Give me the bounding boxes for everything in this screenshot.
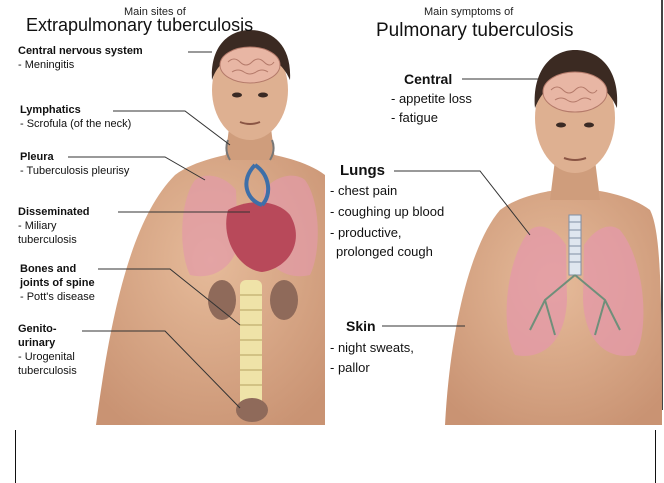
- right-figure: [445, 50, 662, 425]
- right-trachea: [569, 215, 581, 275]
- left-bladder: [236, 398, 268, 422]
- left-eye-r: [258, 93, 268, 98]
- site-central-nervous-item-0: - Meningitis: [18, 59, 74, 71]
- site-disseminated-item-0: - Miliary: [18, 220, 57, 232]
- site-genitourinary-name-0: Genito-: [18, 323, 57, 335]
- symptom-lungs-item-2: - productive,: [330, 223, 402, 242]
- site-pleura-name: Pleura: [20, 151, 54, 163]
- left-figure: [96, 30, 325, 425]
- site-pleura-item-0: - Tuberculosis pleurisy: [20, 165, 129, 177]
- right-eye-r: [584, 123, 594, 128]
- site-genitourinary-item-1: tuberculosis: [18, 365, 77, 377]
- site-genitourinary-name-1: urinary: [18, 337, 55, 349]
- symptom-group-lungs-name: Lungs: [340, 162, 385, 179]
- site-lymphatics: Lymphatics - Scrofula (of the neck): [20, 103, 131, 131]
- symptom-central-item-0: - appetite loss: [391, 89, 472, 108]
- site-central-nervous: Central nervous system - Meningitis: [18, 44, 143, 72]
- symptom-lungs-item-1: - coughing up blood: [330, 202, 444, 221]
- symptom-skin-item-1: - pallor: [330, 358, 370, 377]
- left-kidney-l: [208, 280, 236, 320]
- symptom-group-skin-name: Skin: [346, 318, 376, 334]
- symptom-skin-item-0: - night sweats,: [330, 338, 414, 357]
- right-title-small: Main symptoms of: [424, 6, 513, 18]
- site-genitourinary: Genito- urinary - Urogenital tuberculosi…: [18, 322, 77, 378]
- right-eye-l: [556, 123, 566, 128]
- site-bones-spine-name-0: Bones and: [20, 263, 76, 275]
- site-disseminated-name: Disseminated: [18, 206, 90, 218]
- symptom-central-item-1: - fatigue: [391, 108, 438, 127]
- site-bones-spine-name-1: joints of spine: [20, 277, 95, 289]
- symptom-lungs-item-3: prolonged cough: [336, 242, 433, 261]
- site-genitourinary-item-0: - Urogenital: [18, 351, 75, 363]
- left-spine: [240, 280, 262, 410]
- left-eye-l: [232, 93, 242, 98]
- symptom-lungs-item-0: - chest pain: [330, 181, 397, 200]
- left-title-big: Extrapulmonary tuberculosis: [26, 15, 253, 36]
- site-lymphatics-name: Lymphatics: [20, 104, 81, 116]
- left-kidney-r: [270, 280, 298, 320]
- right-title-big: Pulmonary tuberculosis: [376, 20, 573, 42]
- site-lymphatics-item-0: - Scrofula (of the neck): [20, 118, 131, 130]
- site-bones-spine-item-0: - Pott's disease: [20, 291, 95, 303]
- site-pleura: Pleura - Tuberculosis pleurisy: [20, 150, 129, 178]
- site-disseminated: Disseminated - Miliary tuberculosis: [18, 205, 90, 247]
- site-central-nervous-name: Central nervous system: [18, 45, 143, 57]
- site-bones-spine: Bones and joints of spine - Pott's disea…: [20, 262, 95, 304]
- symptom-group-central-name: Central: [404, 71, 452, 87]
- site-disseminated-item-1: tuberculosis: [18, 234, 77, 246]
- right-brain: [543, 72, 607, 112]
